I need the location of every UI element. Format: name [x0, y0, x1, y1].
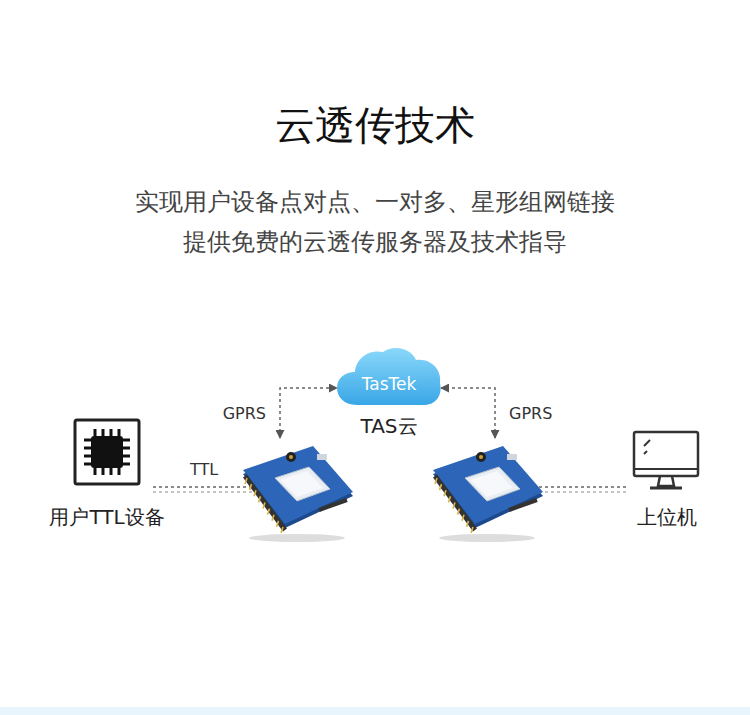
dashed-connector	[280, 388, 337, 438]
node-label: 用户TTL设备	[49, 504, 164, 531]
dashed-rail	[539, 492, 628, 493]
ttl-device-icon: 用户TTL设备	[73, 418, 141, 486]
gprs-module	[425, 440, 545, 545]
edge-label: TTL	[188, 460, 220, 479]
dashed-connector	[539, 486, 628, 488]
subtitle-line: 实现用户设备点对点、一对多、星形组网链接	[0, 186, 750, 218]
edge-label: GPRS	[221, 404, 268, 423]
dashed-rail	[153, 492, 255, 493]
page-title: 云透传技术	[0, 98, 750, 153]
node-label: TAS云	[360, 413, 417, 440]
dashed-connector	[441, 388, 495, 438]
cloud-server: TasTekTAS云	[335, 345, 443, 407]
chip-drawing	[73, 418, 141, 486]
subtitle-line: 提供免费的云透传服务器及技术指导	[0, 226, 750, 258]
edge-label: GPRS	[507, 404, 554, 423]
module-drawing	[425, 440, 545, 545]
host-computer-icon: 上位机	[632, 430, 702, 492]
gprs-module	[235, 440, 355, 545]
monitor-drawing	[632, 430, 702, 492]
dashed-connector	[153, 486, 255, 488]
bottom-band	[0, 707, 750, 715]
module-drawing	[235, 440, 355, 545]
cloud-brand: TasTek	[362, 374, 417, 394]
node-label: 上位机	[637, 504, 697, 531]
